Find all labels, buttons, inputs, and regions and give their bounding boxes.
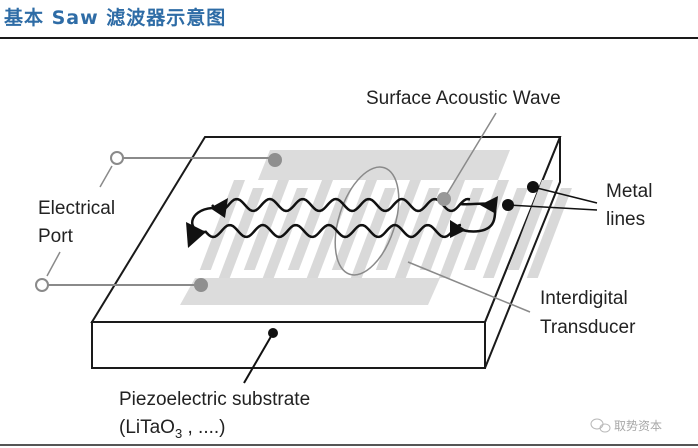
label-electrical-port-line2: Port [38, 226, 74, 247]
label-electrical-port-line1: Electrical [38, 198, 115, 219]
label-interdigital-line2: Transducer [540, 317, 636, 338]
substrate-formula-suffix: , ....) [182, 417, 225, 438]
idt-finger [526, 188, 572, 278]
port-terminal-bottom [35, 278, 49, 292]
label-metal-lines-line1: Metal [606, 181, 652, 202]
idt-finger [287, 180, 333, 270]
label-interdigital-line1: Interdigital [540, 288, 628, 309]
metal-lines-leader-2 [507, 204, 598, 211]
idt-finger [463, 180, 509, 270]
wave-path-upper [211, 197, 471, 213]
idt-finger [482, 188, 528, 278]
saw-label-leader [446, 112, 497, 195]
bottom-divider [0, 444, 698, 446]
metal-lines-leader-1 [532, 186, 598, 204]
wave-marker-dot [437, 192, 451, 206]
wave-arrow-right-lower [450, 220, 466, 238]
idt-finger [199, 180, 245, 270]
lower-bus-bar [180, 278, 440, 305]
label-substrate-line2: (LiTaO3 , ....) [119, 417, 225, 441]
wave-loop-right [459, 202, 497, 233]
page-title: 基本 Saw 滤波器示意图 [4, 7, 227, 29]
idt-finger [419, 180, 465, 270]
wave-arrow-left-lower [186, 222, 206, 248]
substrate-front-face [91, 321, 486, 369]
substrate-formula-subscript: 3 [175, 426, 182, 441]
idt-finger [331, 180, 377, 270]
bond-pad-bottom [194, 278, 208, 292]
label-metal-lines-line2: lines [606, 209, 645, 230]
wechat-icon [590, 418, 611, 433]
label-surface-acoustic-wave: Surface Acoustic Wave [366, 88, 561, 109]
watermark-text: 取势资本 [614, 419, 662, 433]
port-label-leader-top [99, 165, 113, 188]
port-terminal-top [110, 151, 124, 165]
bond-pad-top [268, 153, 282, 167]
idt-label-leader [407, 261, 531, 313]
label-substrate-line1: Piezoelectric substrate [119, 389, 310, 410]
watermark: 取势资本 [590, 418, 662, 433]
wave-arrow-right-upper [480, 196, 498, 214]
idt-finger [507, 180, 553, 270]
title-divider [0, 37, 698, 39]
substrate-formula-prefix: (LiTaO [119, 417, 175, 438]
port-label-leader-bottom [46, 251, 61, 277]
substrate-label-leader [243, 332, 274, 384]
wave-path-lower [204, 223, 462, 239]
idt-finger [438, 188, 484, 278]
wave-arrow-left-upper [210, 198, 228, 218]
upper-bus-bar [258, 150, 510, 180]
idt-highlight-ellipse [334, 166, 400, 276]
